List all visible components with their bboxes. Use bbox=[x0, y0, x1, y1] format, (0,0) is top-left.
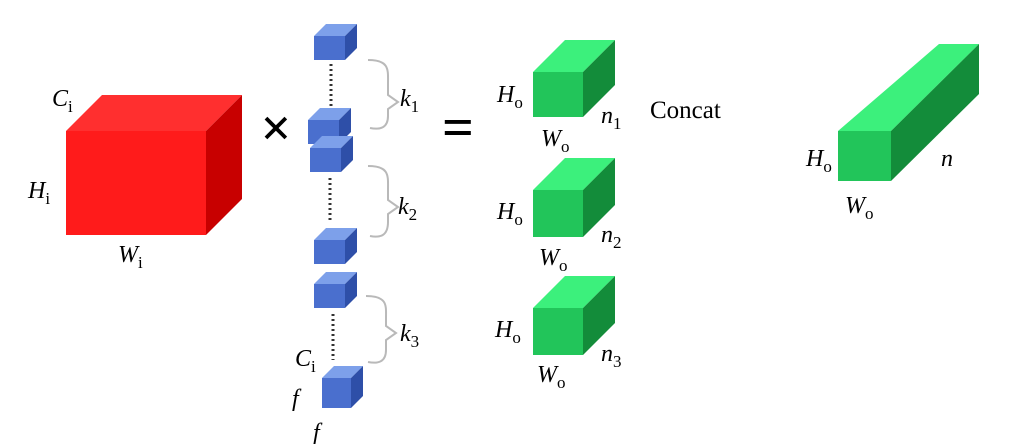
kernel-group-bracket bbox=[367, 165, 400, 238]
result-channel-label: n bbox=[941, 146, 953, 172]
result-tensor-top bbox=[838, 44, 979, 131]
kernel-cube bbox=[314, 228, 357, 264]
multiply-operator: × bbox=[261, 98, 292, 158]
kernel-cube bbox=[310, 136, 353, 172]
kernel-channel-label: Ci bbox=[295, 346, 316, 376]
kernel-cube bbox=[314, 272, 357, 308]
input-tensor bbox=[66, 95, 242, 235]
input-channel-label: Ci bbox=[52, 86, 73, 116]
output-3-height-label: Ho bbox=[494, 317, 521, 347]
output-tensor-1 bbox=[533, 40, 615, 117]
output-3-width-label: Wo bbox=[537, 362, 566, 392]
kernel-stack bbox=[308, 24, 363, 408]
output-1-channel-label: n1 bbox=[601, 103, 622, 133]
kernel-group-bracket bbox=[367, 59, 400, 130]
result-height-label: Ho bbox=[805, 146, 832, 176]
output-2-channel-label: n2 bbox=[601, 222, 622, 252]
output-1-height-label: Ho bbox=[496, 82, 523, 112]
input-height-label: Hi bbox=[27, 178, 50, 208]
kernel-group-label-1: k1 bbox=[400, 86, 419, 116]
kernel-cube bbox=[322, 366, 363, 408]
result-tensor bbox=[838, 44, 979, 181]
concat-label: Concat bbox=[650, 97, 721, 124]
output-tensor-3 bbox=[533, 276, 615, 355]
input-tensor-top bbox=[66, 95, 242, 131]
input-width-label: Wi bbox=[118, 242, 143, 272]
kernel-group-label-2: k2 bbox=[398, 194, 417, 224]
kernel-cube bbox=[314, 24, 357, 60]
input-tensor-front bbox=[66, 131, 206, 235]
kernel-height-label: f bbox=[292, 386, 302, 412]
kernel-group-label-3: k3 bbox=[400, 321, 419, 351]
output-3-channel-label: n3 bbox=[601, 341, 622, 371]
equals-operator: = bbox=[442, 97, 474, 159]
result-tensor-side bbox=[891, 44, 979, 181]
result-tensor-front bbox=[838, 131, 891, 181]
result-width-label: Wo bbox=[845, 193, 874, 223]
output-2-width-label: Wo bbox=[539, 245, 568, 275]
kernel-group-bracket bbox=[365, 295, 398, 364]
output-1-width-label: Wo bbox=[541, 126, 570, 156]
input-tensor-side bbox=[206, 95, 242, 235]
kernel-width-label: f bbox=[313, 420, 323, 444]
output-2-height-label: Ho bbox=[496, 199, 523, 229]
output-tensor-2 bbox=[533, 158, 615, 237]
